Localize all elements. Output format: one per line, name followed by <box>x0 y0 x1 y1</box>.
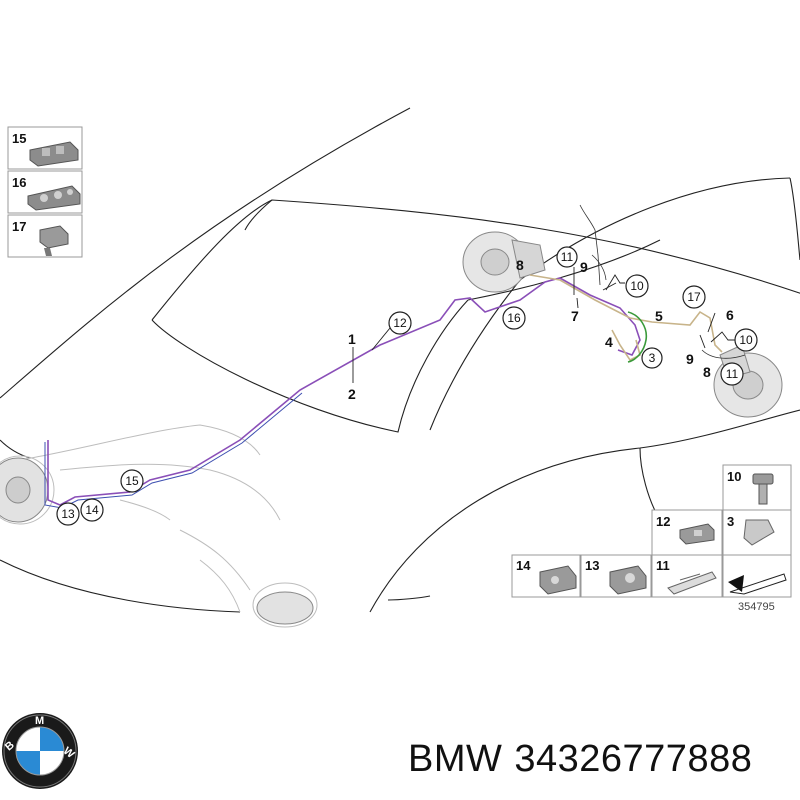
brand-name: BMW <box>408 738 503 780</box>
bmw-logo-icon: B M W <box>2 713 78 789</box>
callout-8-front-right: 8 <box>703 364 711 380</box>
bracket-icon-13 <box>609 565 647 595</box>
part-number: 34326777888 <box>514 738 753 780</box>
front-left-brake-disc <box>462 231 546 293</box>
reference-number: 354795 <box>738 601 775 613</box>
part-number-12: 12 <box>656 514 670 529</box>
part-number-17: 17 <box>12 219 26 234</box>
callout-11-front-right: 11 <box>726 367 739 381</box>
callout-17-circle <box>682 285 706 309</box>
clip-bracket-icon <box>39 225 69 256</box>
part-box-3 <box>722 509 792 556</box>
callout-10-front-right: 10 <box>739 333 753 347</box>
spring-clip-icon <box>743 519 775 546</box>
callout-13-circle <box>56 502 80 526</box>
clip-holder-double-icon <box>27 185 81 211</box>
part-number-3: 3 <box>727 514 734 529</box>
callout-labels: 1 2 12 16 7 8 11 9 10 5 4 3 17 6 10 9 8 … <box>56 246 758 526</box>
part-number-16: 16 <box>12 175 26 190</box>
callout-6: 6 <box>726 307 734 323</box>
callout-11-front-right-circle <box>720 362 744 386</box>
callout-5: 5 <box>655 308 663 324</box>
brake-line-purple <box>47 277 641 506</box>
callout-11-front-left: 11 <box>561 250 574 264</box>
callout-2: 2 <box>348 386 356 402</box>
part-number-14: 14 <box>516 558 531 573</box>
callout-leaders <box>352 267 735 383</box>
clip-holder-icon <box>29 141 79 167</box>
brake-line-blue <box>44 392 303 509</box>
callout-16-circle <box>502 306 526 330</box>
callout-3-circle <box>641 347 663 369</box>
rear-right-brake-disc <box>256 591 314 625</box>
holder-icon <box>679 523 715 545</box>
callout-9-front-right: 9 <box>686 351 694 367</box>
callout-7: 7 <box>571 308 579 324</box>
part-number-10: 10 <box>727 469 741 484</box>
part-number-13: 13 <box>585 558 599 573</box>
callout-12-circle <box>388 311 412 335</box>
bracket-icon-14 <box>539 565 577 595</box>
brake-line-beige <box>529 274 723 353</box>
part-number-11: 11 <box>656 558 670 573</box>
part-number-15: 15 <box>12 131 26 146</box>
brake-lines <box>44 204 746 509</box>
callout-15: 15 <box>125 474 139 488</box>
svg-text:M: M <box>35 715 44 727</box>
callout-15-circle <box>120 469 144 493</box>
callout-16: 16 <box>507 311 521 325</box>
callout-8-front-left: 8 <box>516 257 524 273</box>
brake-line-green <box>627 311 648 363</box>
callout-17: 17 <box>687 290 701 304</box>
callout-3: 3 <box>649 351 656 365</box>
callout-1: 1 <box>348 331 356 347</box>
left-parts-legend: 15 16 17 <box>7 126 83 258</box>
callout-4: 4 <box>605 334 613 350</box>
callout-14-circle <box>80 498 104 522</box>
callout-11-front-left-circle <box>556 246 578 268</box>
callout-14: 14 <box>85 503 99 517</box>
rear-left-brake-disc <box>0 457 49 523</box>
arrow-icon <box>728 573 787 595</box>
callout-9-front-left: 9 <box>580 259 588 275</box>
callout-13: 13 <box>61 507 75 521</box>
bolt-icon <box>752 473 774 505</box>
spring-plate-icon <box>667 571 717 595</box>
callout-12: 12 <box>393 316 407 330</box>
callout-10-front-right-circle <box>734 328 758 352</box>
footer-title: BMW 34326777888 <box>408 738 764 781</box>
brake-line-beige-2 <box>611 329 641 362</box>
callout-10-front-left-circle <box>625 274 649 298</box>
callout-10-front-left: 10 <box>630 279 644 293</box>
right-parts-legend: 10 12 3 14 13 11 <box>511 464 792 613</box>
